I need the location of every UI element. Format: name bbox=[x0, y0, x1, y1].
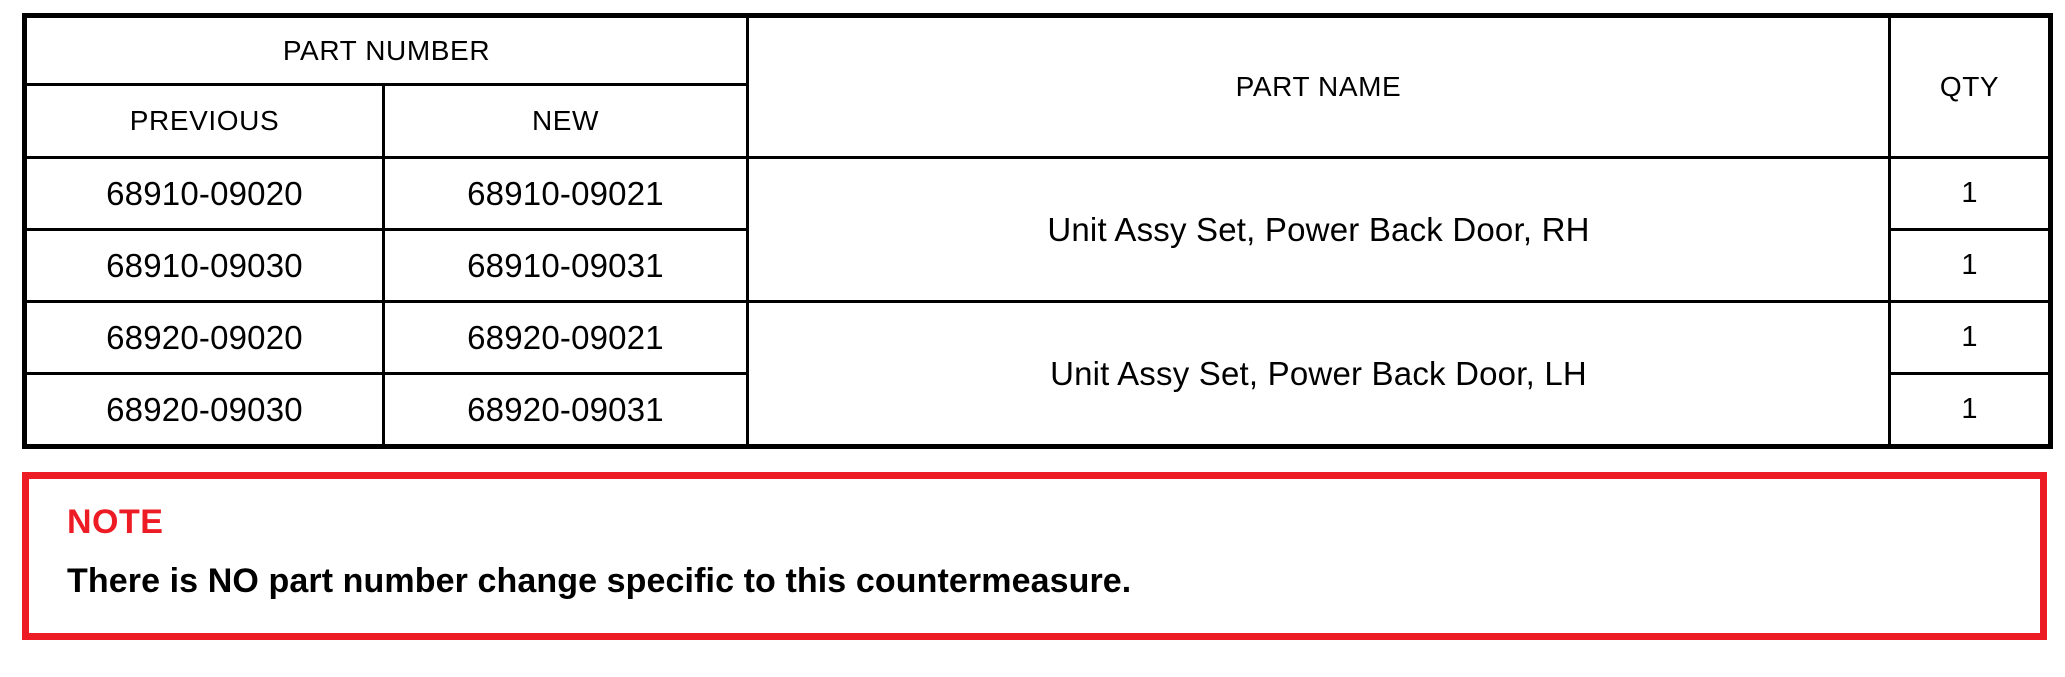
table-row: 68910-09020 68910-09021 Unit Assy Set, P… bbox=[23, 156, 2052, 303]
cell-previous-part-number: 68910-09030 bbox=[23, 228, 385, 303]
column-header-previous: PREVIOUS bbox=[23, 83, 385, 159]
cell-previous-part-number: 68920-09030 bbox=[23, 372, 385, 448]
parts-table-container: PART NUMBER PART NAME QTY PREVIOUS NEW 6… bbox=[22, 13, 2053, 449]
column-header-part-name: PART NAME bbox=[746, 14, 1891, 159]
column-header-part-number: PART NUMBER bbox=[23, 14, 749, 86]
parts-table-body: 68910-09020 68910-09021 Unit Assy Set, P… bbox=[23, 156, 2052, 448]
table-row: 68920-09020 68920-09021 Unit Assy Set, P… bbox=[23, 300, 2052, 448]
cell-previous-part-number: 68920-09020 bbox=[23, 300, 385, 375]
cell-new-part-number: 68920-09021 bbox=[382, 300, 749, 375]
cell-part-name: Unit Assy Set, Power Back Door, RH bbox=[746, 156, 1891, 303]
cell-part-name: Unit Assy Set, Power Back Door, LH bbox=[746, 300, 1891, 448]
cell-qty: 1 bbox=[1888, 372, 2052, 448]
table-row: 68910-09030 68910-09031 1 bbox=[23, 228, 2052, 303]
column-header-qty: QTY bbox=[1888, 14, 2052, 159]
cell-new-part-number: 68920-09031 bbox=[382, 372, 749, 448]
column-header-new: NEW bbox=[382, 83, 749, 159]
cell-qty: 1 bbox=[1888, 228, 2052, 303]
note-content: NOTE There is NO part number change spec… bbox=[29, 479, 2040, 600]
cell-new-part-number: 68910-09031 bbox=[382, 228, 749, 303]
parts-table: PART NUMBER PART NAME QTY PREVIOUS NEW 6… bbox=[22, 13, 2053, 449]
cell-qty: 1 bbox=[1888, 300, 2052, 375]
table-row: 68920-09030 68920-09031 1 bbox=[23, 372, 2052, 448]
cell-qty: 1 bbox=[1888, 156, 2052, 231]
table-header-row-1: PART NUMBER PART NAME QTY bbox=[23, 14, 2052, 159]
cell-previous-part-number: 68910-09020 bbox=[23, 156, 385, 231]
note-callout-box: NOTE There is NO part number change spec… bbox=[22, 472, 2047, 640]
table-header-row-2: PREVIOUS NEW bbox=[23, 83, 2051, 159]
cell-new-part-number: 68910-09021 bbox=[382, 156, 749, 231]
note-title: NOTE bbox=[67, 503, 164, 541]
note-body-text: There is NO part number change specific … bbox=[67, 561, 1132, 600]
parts-table-head: PART NUMBER PART NAME QTY PREVIOUS NEW bbox=[23, 14, 2052, 159]
